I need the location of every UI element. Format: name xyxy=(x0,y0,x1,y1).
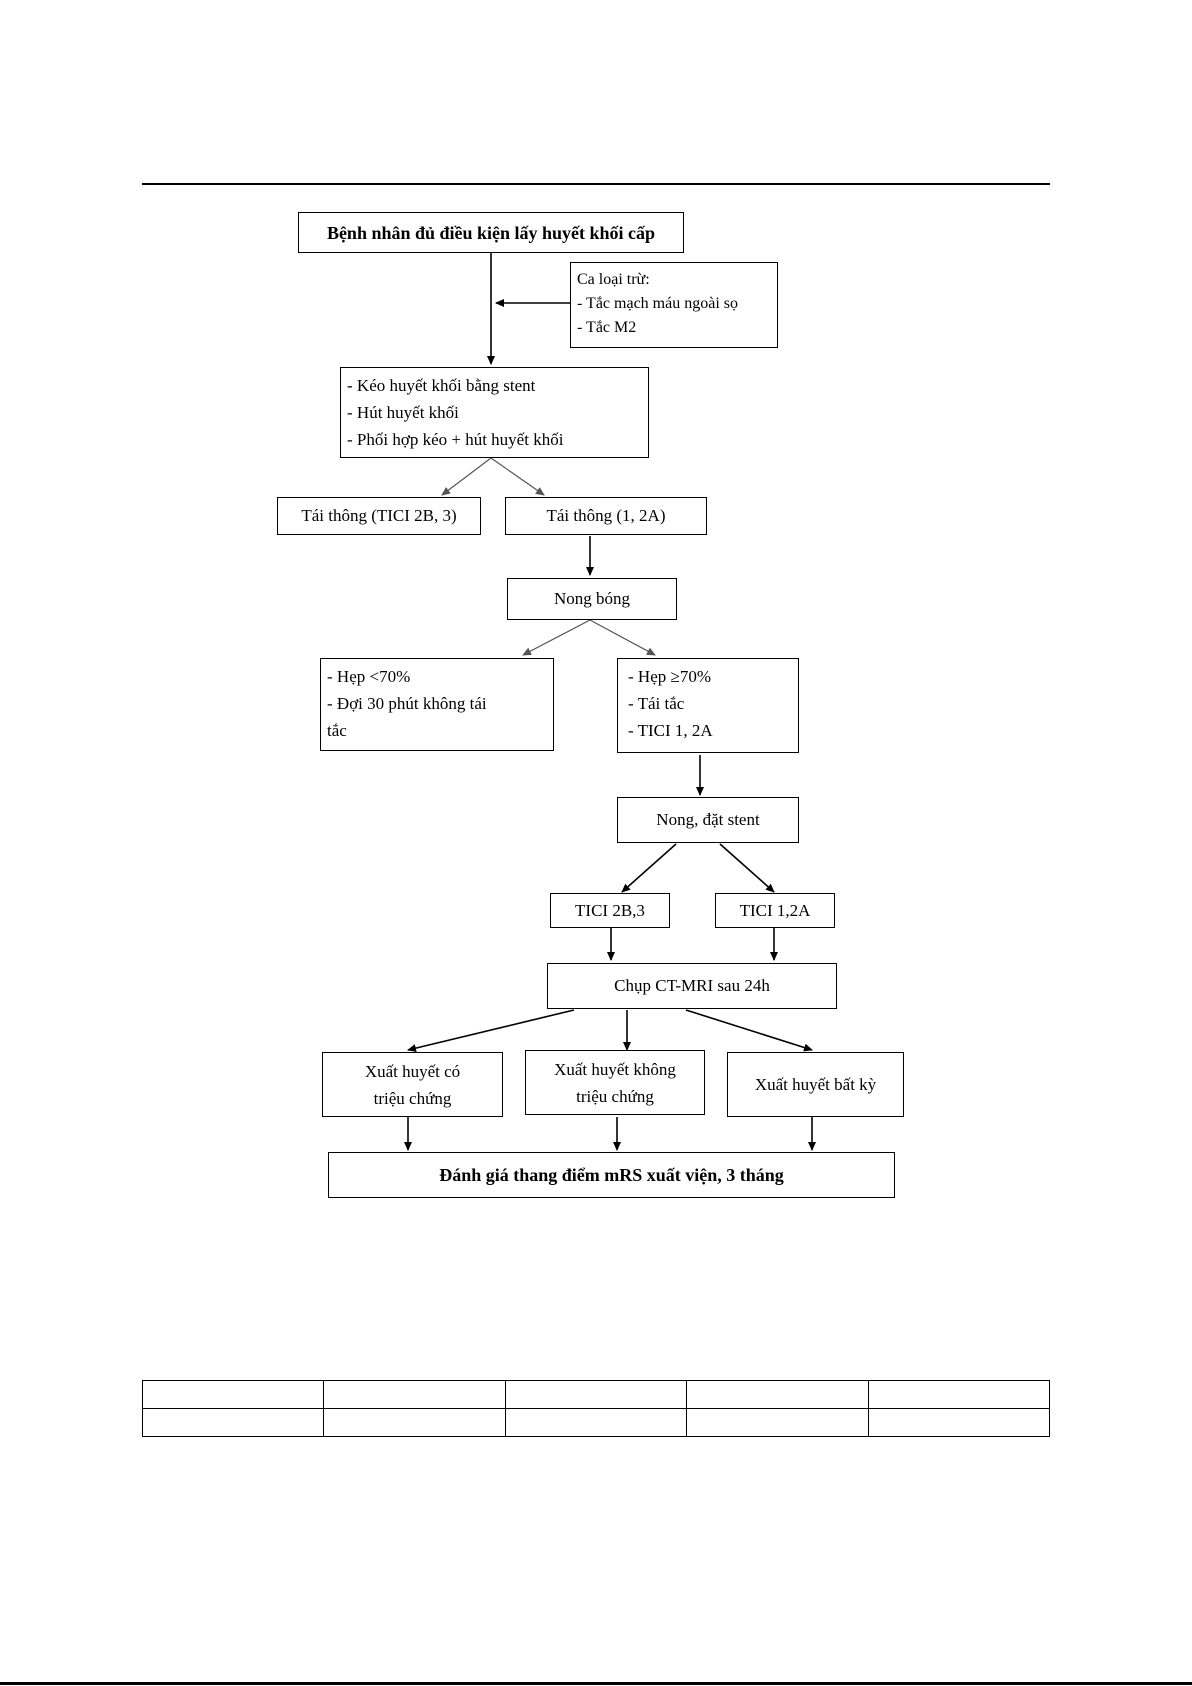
imaging-box: Chụp CT-MRI sau 24h xyxy=(547,963,837,1009)
stenosis-high-item: - Hẹp ≥70% xyxy=(628,667,711,686)
hemorrhage-symptomatic-box: Xuất huyết có triệu chứng xyxy=(322,1052,503,1117)
data-table xyxy=(141,1380,1051,1437)
table-cell xyxy=(867,1408,1051,1437)
table-cell xyxy=(141,1408,325,1437)
balloon-box: Nong bóng xyxy=(507,578,677,620)
table-cell xyxy=(323,1380,506,1409)
stenosis-low-item: tắc xyxy=(327,721,347,740)
stenosis-high-item: - Tái tắc xyxy=(628,694,685,713)
table-cell xyxy=(867,1380,1051,1409)
treatment-item: - Kéo huyết khối bằng stent xyxy=(347,376,536,395)
arrow-imaging-to-symptomatic xyxy=(407,1009,575,1053)
table-cell xyxy=(504,1408,688,1437)
stenosis-high-box: - Hẹp ≥70% - Tái tắc - TICI 1, 2A xyxy=(617,658,799,753)
hemorrhage-asymptomatic-line: triệu chứng xyxy=(576,1086,654,1106)
stent-box: Nong, đặt stent xyxy=(617,797,799,843)
page-bottom-rule xyxy=(0,1682,1192,1685)
table-cell xyxy=(686,1380,869,1409)
exclusion-title: Ca loại trừ: xyxy=(577,271,650,288)
header-rule xyxy=(142,183,1050,185)
arrow-balloon-to-low xyxy=(522,619,591,656)
treatment-box: - Kéo huyết khối bằng stent - Hút huyết … xyxy=(340,367,649,458)
stenosis-low-item: - Hẹp <70% xyxy=(327,667,411,686)
hemorrhage-asymptomatic-box: Xuất huyết không triệu chứng xyxy=(525,1050,705,1115)
exclusion-item: - Tắc mạch máu ngoài sọ xyxy=(577,295,738,312)
tici-poor-box: TICI 1,2A xyxy=(715,893,835,928)
hemorrhage-asymptomatic-line: Xuất huyết không xyxy=(554,1059,676,1079)
arrow-stent-to-poor xyxy=(719,843,775,893)
table-cell xyxy=(141,1380,325,1409)
hemorrhage-symptomatic-line: Xuất huyết có xyxy=(364,1061,461,1081)
exclusion-item: - Tắc M2 xyxy=(577,319,637,336)
hemorrhage-symptomatic-line: triệu chứng xyxy=(373,1088,452,1108)
start-box: Bệnh nhân đủ điều kiện lấy huyết khối cấ… xyxy=(298,212,684,253)
outcome-box: Đánh giá thang điểm mRS xuất viện, 3 thá… xyxy=(328,1152,895,1198)
table-row xyxy=(141,1380,1051,1409)
arrow-imaging-to-any xyxy=(685,1009,813,1052)
stenosis-low-box: - Hẹp <70% - Đợi 30 phút không tái tắc xyxy=(320,658,554,751)
recanalization-good-box: Tái thông (TICI 2B, 3) xyxy=(277,497,481,535)
arrow-treatment-to-good xyxy=(441,457,492,496)
recanalization-poor-box: Tái thông (1, 2A) xyxy=(505,497,707,535)
tici-good-box: TICI 2B,3 xyxy=(550,893,670,928)
table-cell xyxy=(504,1380,688,1409)
arrow-treatment-to-poor xyxy=(490,457,545,496)
stenosis-low-item: - Đợi 30 phút không tái xyxy=(327,694,487,713)
arrow-balloon-to-high xyxy=(589,619,656,656)
table-cell xyxy=(323,1408,506,1437)
exclusion-box: Ca loại trừ: - Tắc mạch máu ngoài sọ - T… xyxy=(570,262,778,348)
arrow-stent-to-good xyxy=(621,843,677,893)
treatment-item: - Hút huyết khối xyxy=(347,403,459,422)
treatment-item: - Phối hợp kéo + hút huyết khối xyxy=(347,430,564,449)
table-row xyxy=(141,1408,1051,1437)
stenosis-high-item: - TICI 1, 2A xyxy=(628,721,713,740)
table-cell xyxy=(686,1408,869,1437)
hemorrhage-any-box: Xuất huyết bất kỳ xyxy=(727,1052,904,1117)
